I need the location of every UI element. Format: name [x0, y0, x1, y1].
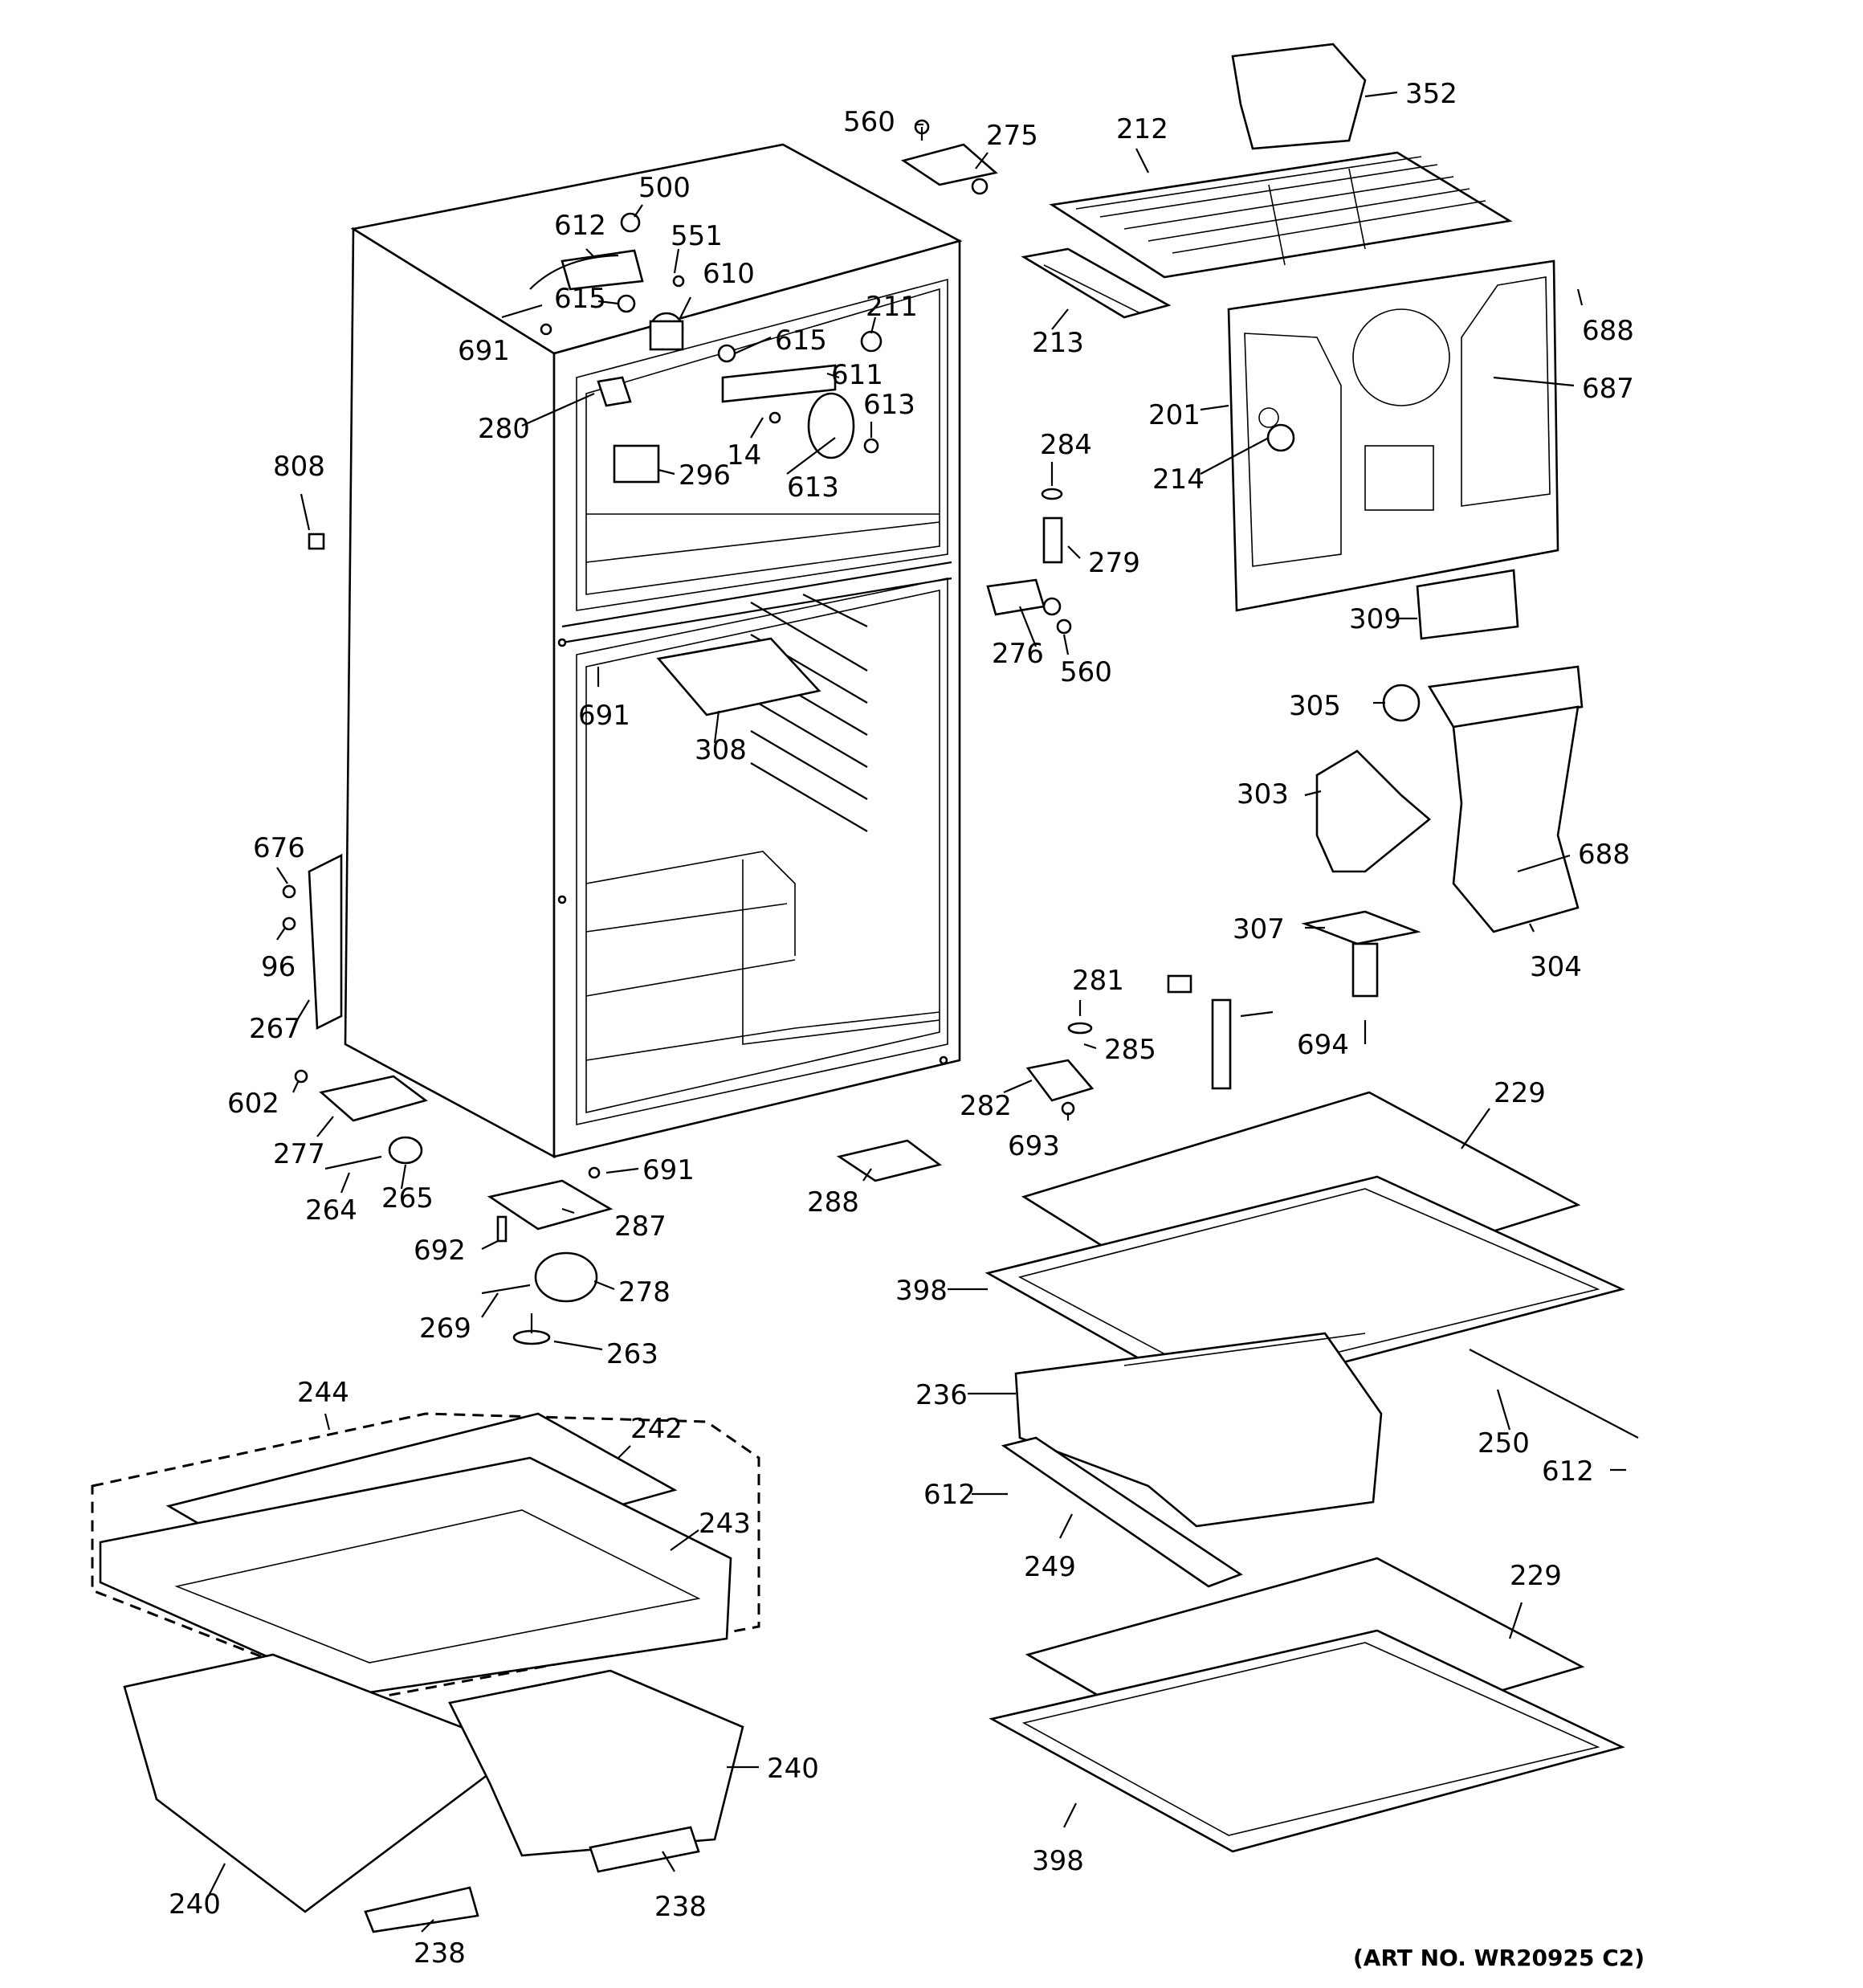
label-238-b: 238	[654, 1891, 707, 1923]
label-612-b: 612	[1542, 1455, 1594, 1488]
label-694: 694	[1297, 1029, 1349, 1061]
callout-labels: 560 275 212 352 500 612 551 610 615 211 …	[169, 78, 1634, 1970]
freezer-shelf-group	[900, 43, 1513, 319]
label-676: 676	[253, 832, 305, 864]
label-691-c: 691	[642, 1154, 695, 1186]
freezer-components	[529, 212, 883, 484]
label-267: 267	[249, 1013, 301, 1045]
label-275: 275	[986, 120, 1038, 152]
label-250: 250	[1478, 1427, 1530, 1459]
label-284: 284	[1040, 429, 1092, 461]
label-280: 280	[478, 413, 530, 445]
label-238: 238	[414, 1937, 466, 1970]
label-693: 693	[1008, 1130, 1060, 1162]
label-264: 264	[305, 1194, 357, 1227]
label-309: 309	[1349, 603, 1401, 635]
glass-shelves-right	[984, 1091, 1639, 1853]
label-611: 611	[831, 359, 883, 391]
label-602: 602	[227, 1088, 279, 1120]
label-296: 296	[679, 459, 731, 492]
label-14: 14	[727, 439, 761, 471]
label-243: 243	[699, 1508, 751, 1540]
label-281: 281	[1072, 965, 1124, 997]
label-229: 229	[1494, 1077, 1546, 1109]
label-307: 307	[1233, 913, 1285, 945]
label-612: 612	[554, 210, 606, 242]
hardware-middle	[836, 488, 1367, 1182]
label-688: 688	[1582, 315, 1634, 347]
label-612-c: 612	[923, 1479, 976, 1511]
label-263: 263	[606, 1338, 658, 1370]
label-276: 276	[992, 638, 1044, 670]
label-560-b: 560	[1060, 656, 1112, 688]
label-288: 288	[807, 1186, 859, 1219]
label-560: 560	[843, 106, 895, 138]
crisper-assembly	[91, 1412, 760, 1933]
label-304: 304	[1530, 951, 1582, 983]
label-96: 96	[261, 951, 296, 983]
hardware-left	[282, 533, 614, 1345]
label-269: 269	[419, 1312, 471, 1345]
label-240-b: 240	[767, 1753, 819, 1785]
label-500: 500	[638, 172, 691, 204]
label-279: 279	[1088, 547, 1140, 579]
label-687: 687	[1582, 373, 1634, 405]
label-211: 211	[866, 291, 918, 323]
label-285: 285	[1104, 1034, 1156, 1066]
label-398: 398	[895, 1275, 948, 1307]
label-610: 610	[703, 258, 755, 290]
label-244: 244	[297, 1377, 349, 1409]
freezer-back-cover	[1227, 259, 1559, 640]
label-282: 282	[960, 1090, 1012, 1122]
label-214: 214	[1152, 463, 1205, 496]
label-265: 265	[381, 1182, 434, 1214]
label-242: 242	[630, 1413, 683, 1445]
label-278: 278	[618, 1276, 671, 1308]
label-229-b: 229	[1510, 1560, 1562, 1592]
label-240: 240	[169, 1888, 221, 1921]
label-615: 615	[554, 283, 606, 315]
leader-lines	[208, 91, 1626, 1933]
label-277: 277	[273, 1138, 325, 1170]
label-551: 551	[671, 220, 723, 252]
label-615-b: 615	[775, 325, 827, 357]
label-212: 212	[1116, 113, 1168, 145]
label-613-b: 613	[787, 471, 839, 504]
label-613: 613	[863, 389, 915, 421]
label-236: 236	[915, 1379, 968, 1411]
label-808: 808	[273, 451, 325, 483]
label-287: 287	[614, 1210, 667, 1243]
label-308: 308	[695, 734, 747, 766]
label-352: 352	[1405, 78, 1457, 110]
label-692: 692	[414, 1235, 466, 1267]
label-688-b: 688	[1578, 839, 1630, 871]
label-691-b: 691	[578, 700, 630, 732]
air-duct-group	[1301, 665, 1584, 998]
art-number: (ART NO. WR20925 C2)	[1353, 1945, 1645, 1971]
label-213: 213	[1032, 327, 1084, 359]
label-249: 249	[1024, 1551, 1076, 1583]
label-398-b: 398	[1032, 1845, 1084, 1877]
label-303: 303	[1237, 778, 1289, 810]
label-201: 201	[1148, 399, 1201, 431]
label-305: 305	[1289, 690, 1341, 722]
label-691: 691	[458, 335, 510, 367]
